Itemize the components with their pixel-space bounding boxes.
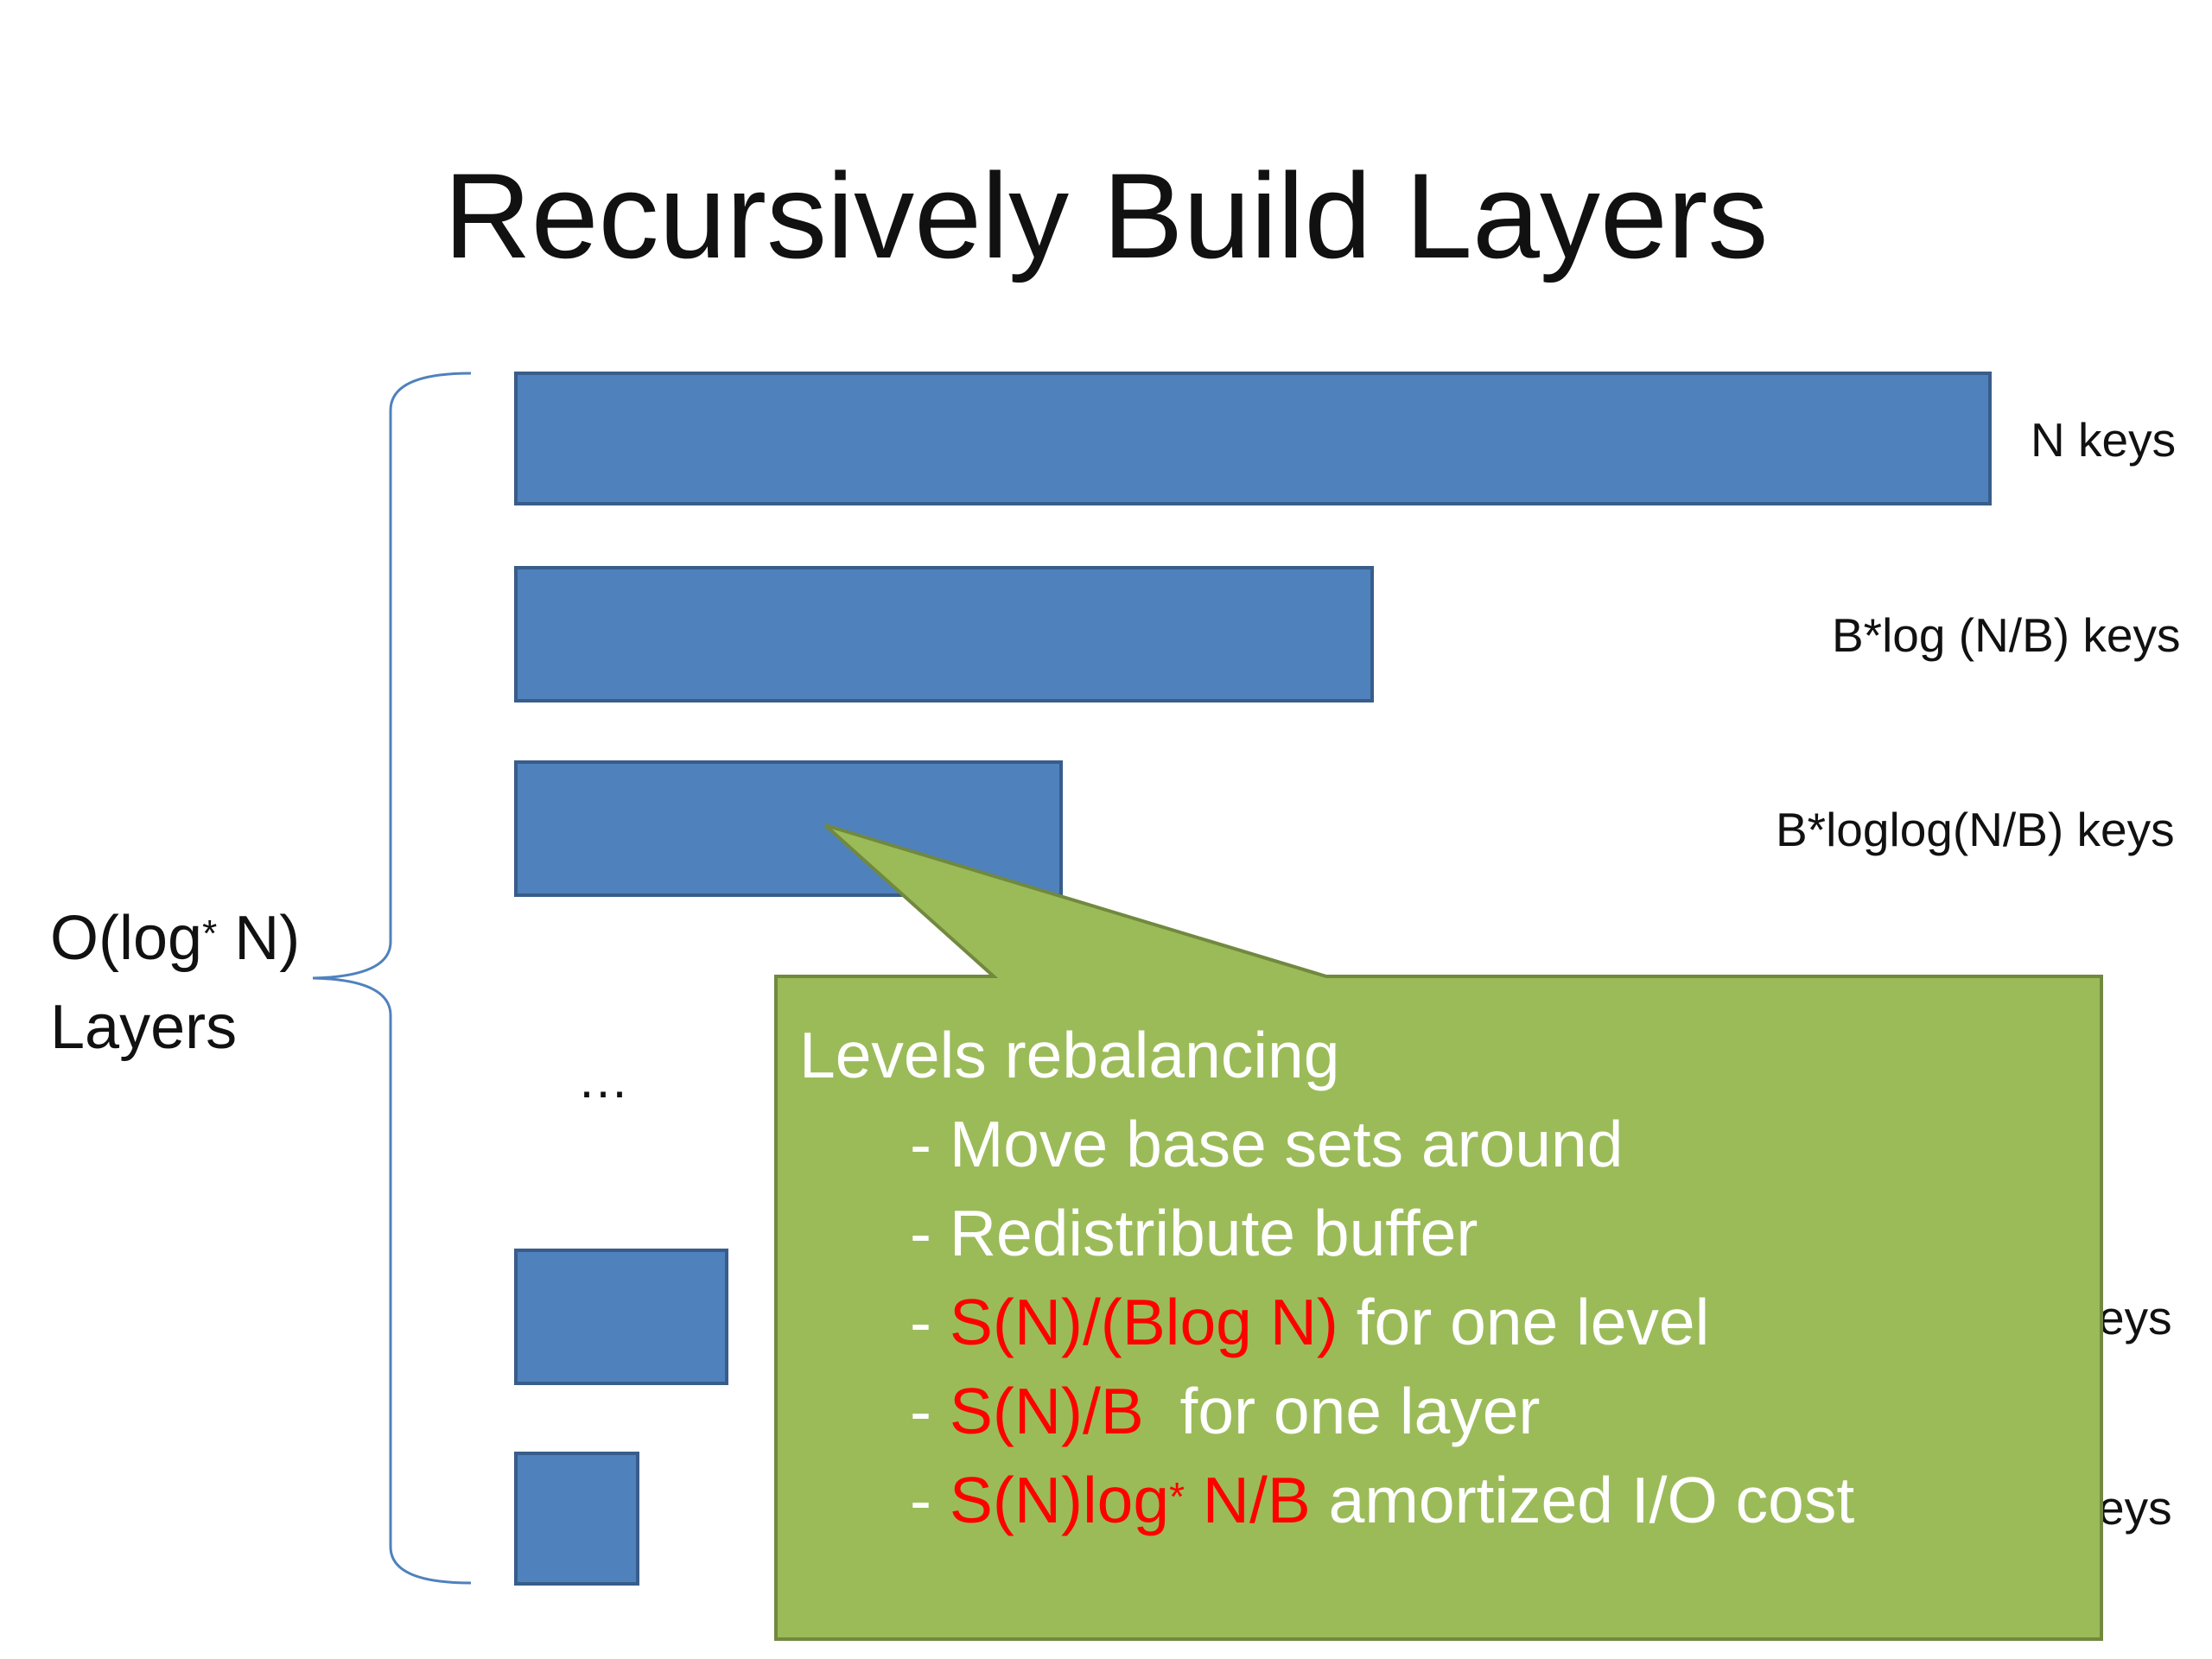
layer-bar-2 (514, 566, 1374, 702)
callout-item-1: - Move base sets around (910, 1108, 1624, 1180)
ellipsis-more-layers: … (577, 1051, 629, 1109)
layer-bar-5 (514, 1452, 639, 1586)
callout-heading: Levels rebalancing (799, 1019, 1340, 1091)
layer-bar-4 (514, 1249, 728, 1385)
callout-item-3: - S(N)/(Blog N) for one level (910, 1286, 1710, 1358)
bar-label-3: B*loglog(N/B) keys (1776, 803, 2175, 856)
layers-count-label: O(log* N) Layers (50, 894, 300, 1072)
bar-label-1: N keys (2031, 413, 2177, 467)
layers-label-line2: Layers (50, 993, 238, 1062)
slide-title: Recursively Build Layers (443, 148, 1769, 283)
callout-item-4: - S(N)/B for one layer (910, 1375, 1541, 1447)
bar-label-4: eys (2098, 1291, 2172, 1344)
callout-item-5: - S(N)log* N/B amortized I/O cost (910, 1464, 1855, 1536)
callout-item-2: - Redistribute buffer (910, 1197, 1478, 1269)
bar-label-5: eys (2098, 1481, 2172, 1535)
bar-label-2: B*log (N/B) keys (1832, 608, 2181, 662)
layers-label-line1: O(log* N) (50, 904, 301, 973)
layer-bar-1 (514, 372, 1992, 505)
callout-text: Levels rebalancing - Move base sets arou… (799, 1011, 1854, 1545)
